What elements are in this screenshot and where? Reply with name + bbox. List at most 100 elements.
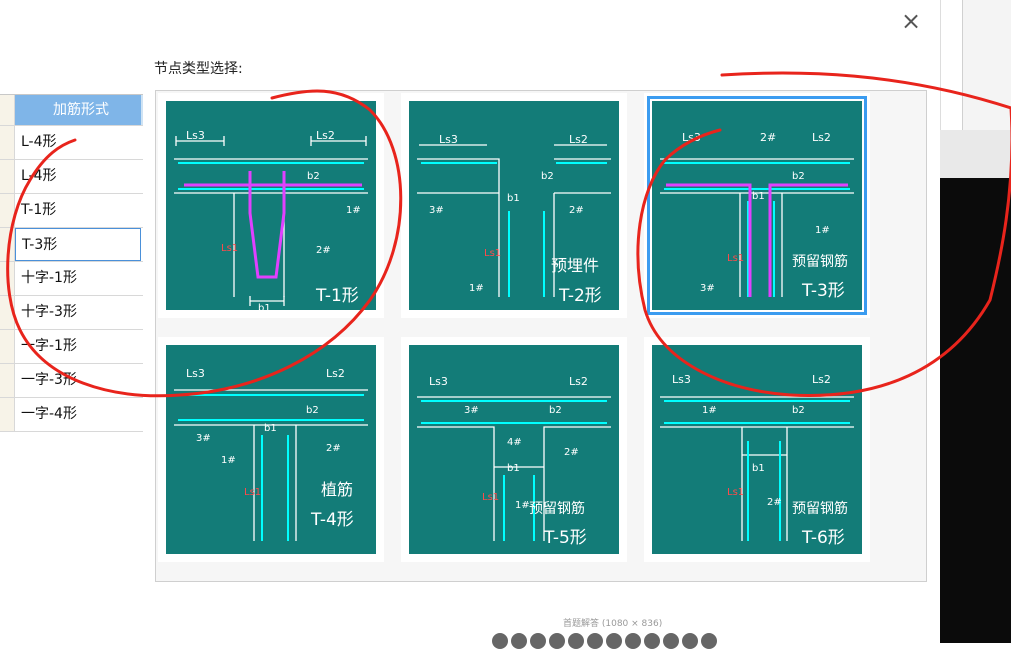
node-option-t3[interactable]: Ls3 2# Ls2 b2 b1 1# Ls1 3# 预留钢筋 T-3形 [644,93,870,318]
node-label: Ls1 [484,248,501,259]
node-label: Ls2 [812,373,831,386]
node-label: b1 [507,463,520,474]
node-label: Ls1 [727,253,744,264]
node-label: 4# [507,437,522,448]
page-dot[interactable] [511,633,527,649]
table-row[interactable]: L-4形 [0,160,143,194]
background-window [940,0,1011,643]
node-label: Ls2 [569,375,588,388]
node-label: 2# [326,443,341,454]
page-dot[interactable] [492,633,508,649]
node-option-t5[interactable]: Ls3 Ls2 3# b2 4# 2# b1 1# Ls1 预留钢筋 T-5形 [401,337,627,562]
node-label: Ls1 [221,243,238,254]
table-row[interactable]: 十字-3形 [0,296,143,330]
node-label: 1# [515,500,530,511]
node-diagram-t3: Ls3 2# Ls2 b2 b1 1# Ls1 3# 预留钢筋 T-3形 [647,96,867,315]
page-dot[interactable] [568,633,584,649]
node-label: Ls2 [569,133,588,146]
node-label: Ls1 [244,487,261,498]
node-drawing-t6: Ls3 Ls2 1# b2 b1 2# Ls1 预留钢筋 T-6形 [660,373,854,548]
page-dot[interactable] [625,633,641,649]
table-row[interactable]: L-4形 [0,126,143,160]
node-diagram-t4: Ls3 Ls2 b2 b1 3# 2# 1# Ls1 植筋 T-4形 [166,345,376,554]
node-subtitle: 预埋件 [551,256,599,275]
page-dot[interactable] [549,633,565,649]
node-subtitle: 预留钢筋 [792,500,848,517]
node-label: 3# [429,205,444,216]
page-dot[interactable] [587,633,603,649]
table-header-corner [0,95,15,125]
node-label: b2 [541,171,554,182]
node-subtitle: 预留钢筋 [529,500,585,517]
node-label: b1 [752,191,765,202]
node-label: b2 [307,171,320,182]
node-type-grid: Ls3 Ls2 b2 1# 2# Ls1 b1 T-1形 [155,90,927,582]
page-dot[interactable] [663,633,679,649]
node-caption: T-3形 [801,281,845,301]
node-label: b1 [752,463,765,474]
node-label: 1# [702,405,717,416]
node-drawing-t5: Ls3 Ls2 3# b2 4# 2# b1 1# Ls1 预留钢筋 T-5形 [417,375,611,548]
node-label: Ls3 [682,131,701,144]
node-label: Ls3 [672,373,691,386]
reinforcement-form-table: 加筋形式 L-4形 L-4形 T-1形 T-3形 十字-1形 十字-3形 一字-… [0,94,143,432]
page-dot[interactable] [606,633,622,649]
node-label: 1# [469,283,484,294]
node-label: b1 [507,193,520,204]
table-cell[interactable]: 一字-1形 [15,330,141,363]
node-type-dialog: × 加筋形式 L-4形 L-4形 T-1形 T-3形 十字-1形 十字-3形 一… [0,7,927,649]
table-row[interactable]: 一字-3形 [0,364,143,398]
table-cell[interactable]: 一字-4形 [15,398,141,431]
table-cell[interactable]: L-4形 [15,160,141,193]
table-row[interactable]: T-1形 [0,194,143,228]
node-label: 2# [767,497,782,508]
node-label: 3# [464,405,479,416]
node-label: Ls3 [429,375,448,388]
node-option-t4[interactable]: Ls3 Ls2 b2 b1 3# 2# 1# Ls1 植筋 T-4形 [158,337,384,562]
page-dot[interactable] [644,633,660,649]
node-label: b2 [306,405,319,416]
page-dot[interactable] [701,633,717,649]
node-diagram-t6: Ls3 Ls2 1# b2 b1 2# Ls1 预留钢筋 T-6形 [652,345,862,554]
node-label: 2# [564,447,579,458]
node-subtitle: 预留钢筋 [792,253,848,270]
node-caption: T-5形 [543,528,587,548]
table-cell[interactable]: L-4形 [15,126,141,159]
node-label: Ls1 [482,492,499,503]
node-caption: T-4形 [310,510,354,530]
node-option-t6[interactable]: Ls3 Ls2 1# b2 b1 2# Ls1 预留钢筋 T-6形 [644,337,870,562]
table-row-selected[interactable]: T-3形 [0,228,143,262]
node-caption: T-1形 [315,286,359,306]
table-cell[interactable]: T-3形 [15,228,141,261]
node-label: 3# [196,433,211,444]
table-cell[interactable]: T-1形 [15,194,141,227]
node-label: 3# [700,283,715,294]
table-cell[interactable]: 十字-1形 [15,262,141,295]
node-label: b1 [258,303,271,310]
pagination-dots [492,633,720,649]
table-row[interactable]: 一字-4形 [0,398,143,432]
node-drawing-t3: Ls3 2# Ls2 b2 b1 1# Ls1 3# 预留钢筋 T-3形 [660,131,854,301]
node-label: 1# [221,455,236,466]
node-diagram-t1: Ls3 Ls2 b2 1# 2# Ls1 b1 T-1形 [166,101,376,310]
node-diagram-t2: Ls3 Ls2 b2 3# b1 2# Ls1 1# 预埋件 T-2形 [409,101,619,310]
close-icon[interactable]: × [900,7,922,35]
page-dot[interactable] [530,633,546,649]
node-option-t1[interactable]: Ls3 Ls2 b2 1# 2# Ls1 b1 T-1形 [158,93,384,318]
node-option-t2[interactable]: Ls3 Ls2 b2 3# b1 2# Ls1 1# 预埋件 T-2形 [401,93,627,318]
node-caption: T-2形 [558,286,602,306]
node-label: Ls1 [727,487,744,498]
table-row[interactable]: 十字-1形 [0,262,143,296]
node-label: Ls3 [439,133,458,146]
node-label: Ls2 [326,367,345,380]
node-label: 2# [569,205,584,216]
table-row[interactable]: 一字-1形 [0,330,143,364]
node-drawing-t1: Ls3 Ls2 b2 1# 2# Ls1 b1 T-1形 [174,129,368,310]
node-label: b2 [792,405,805,416]
node-label: Ls3 [186,129,205,142]
node-diagram-t5: Ls3 Ls2 3# b2 4# 2# b1 1# Ls1 预留钢筋 T-5形 [409,345,619,554]
node-label: Ls2 [316,129,335,142]
page-dot[interactable] [682,633,698,649]
table-cell[interactable]: 一字-3形 [15,364,141,397]
table-cell[interactable]: 十字-3形 [15,296,141,329]
